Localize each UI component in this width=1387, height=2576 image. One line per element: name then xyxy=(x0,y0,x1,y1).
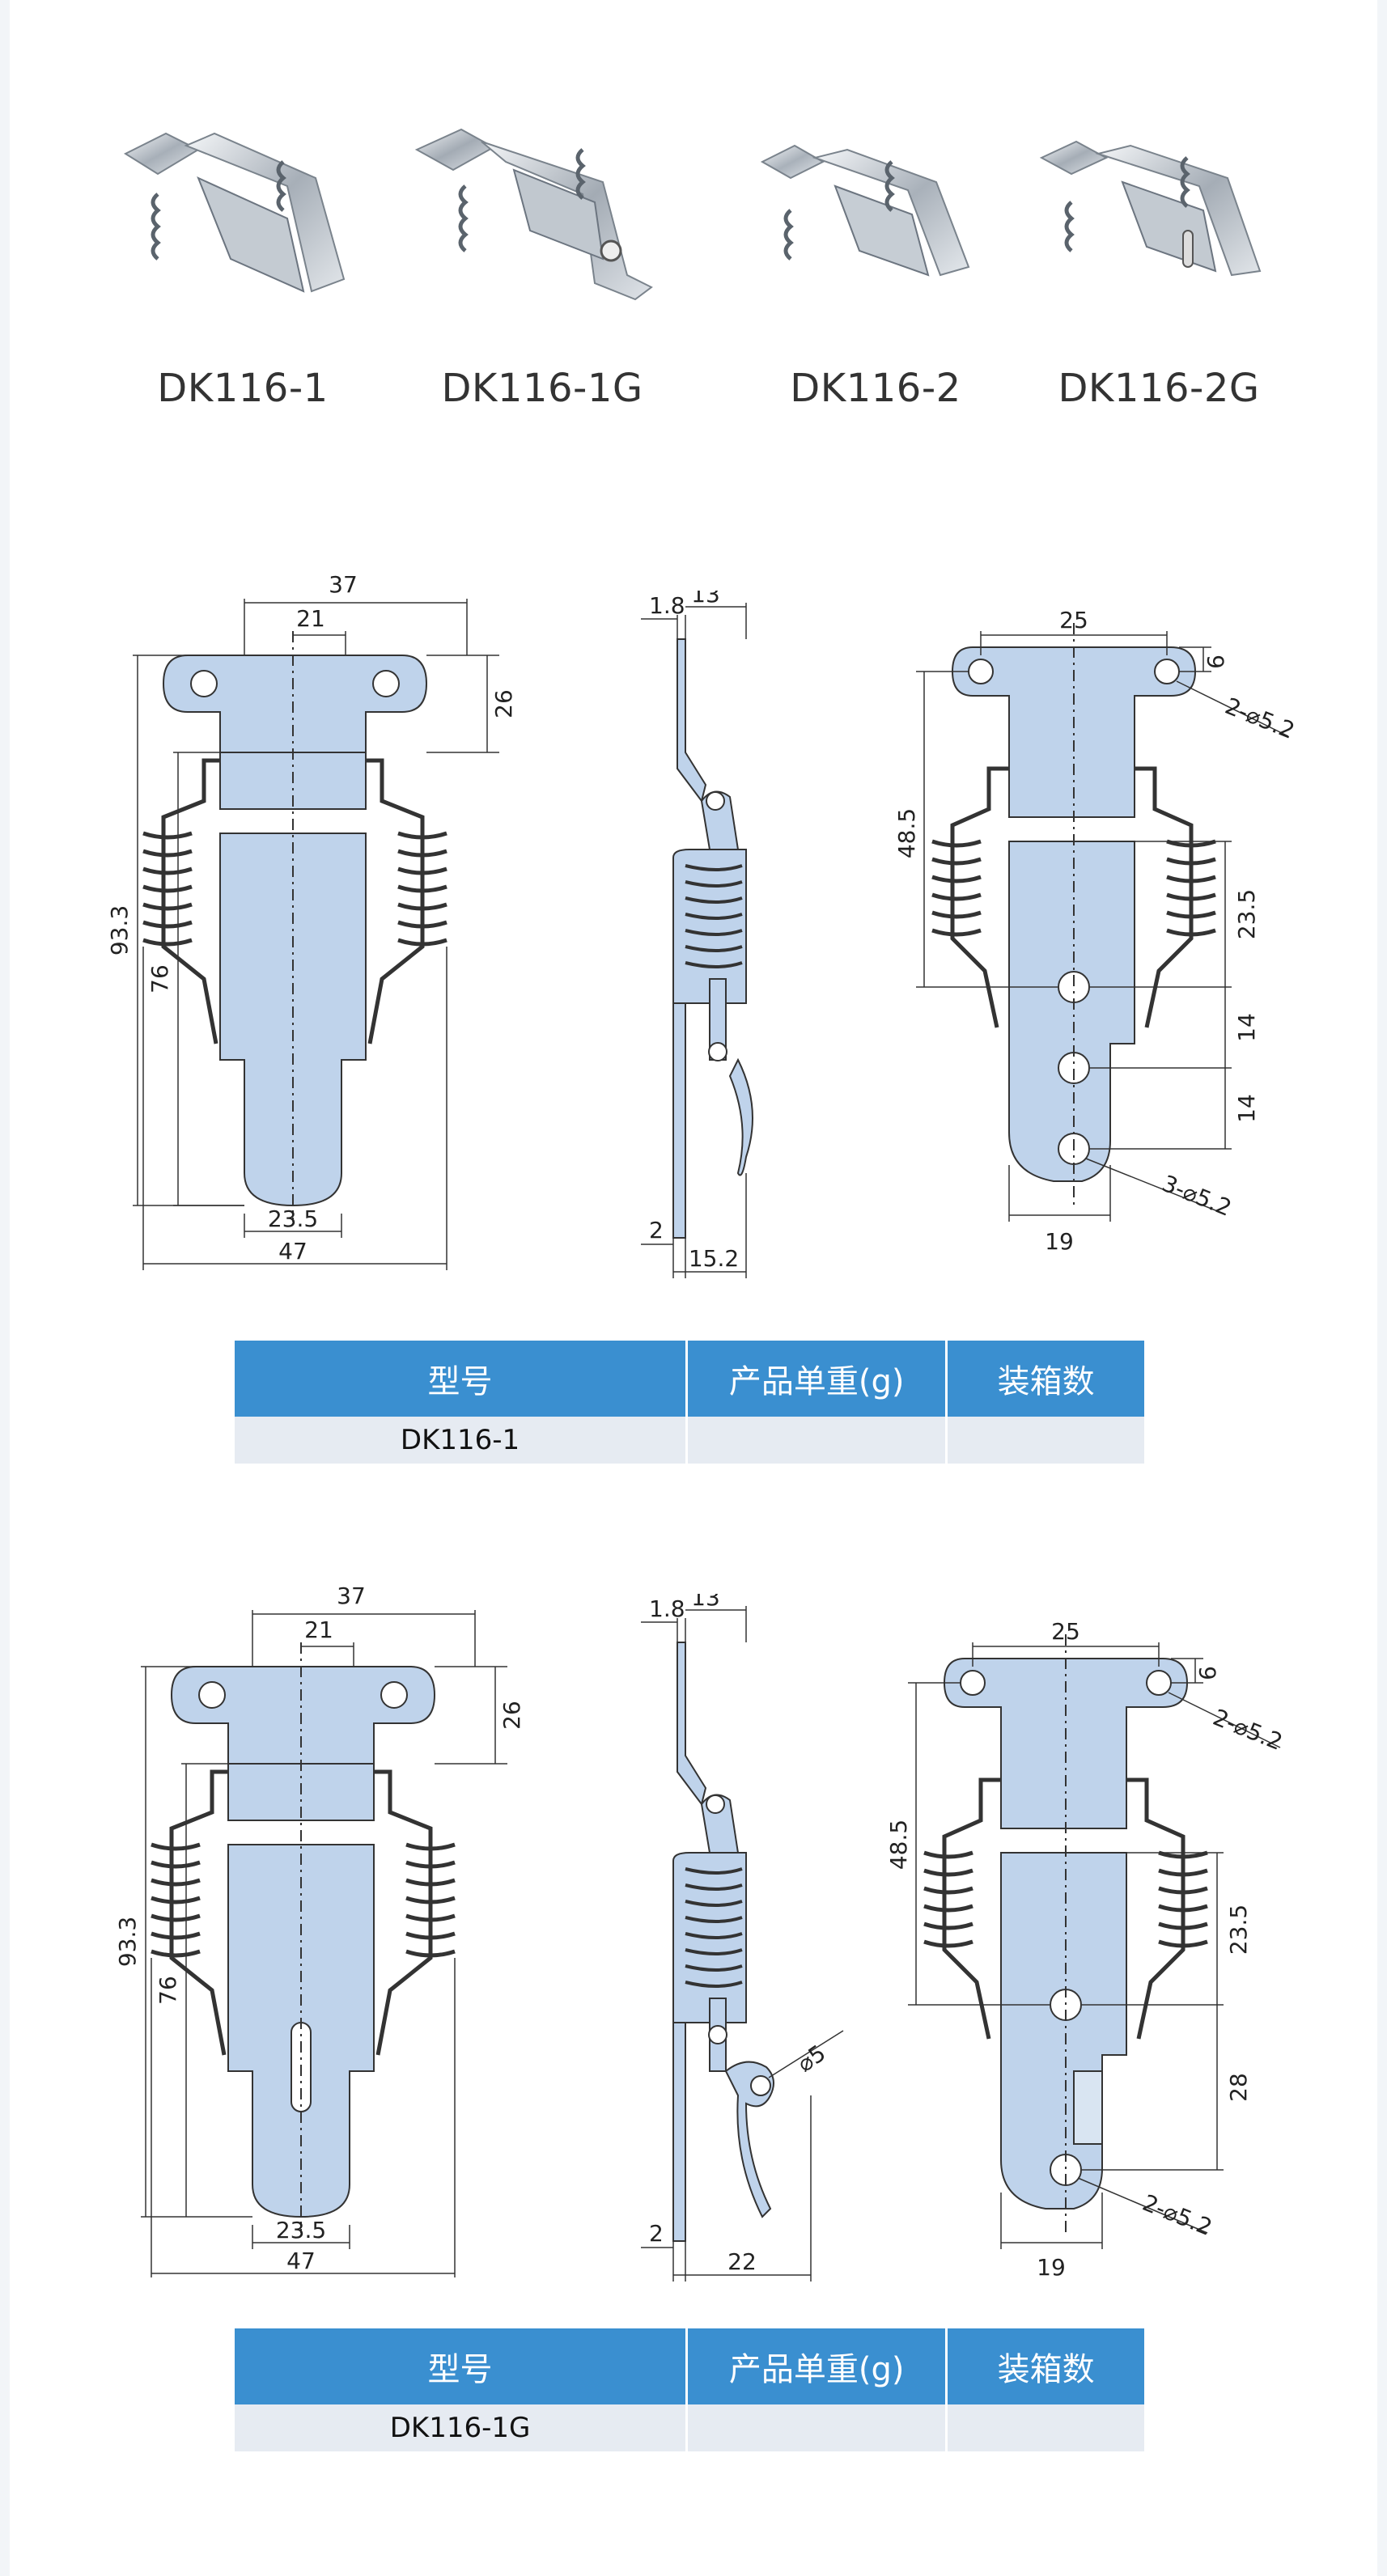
header-model: 型号 xyxy=(235,1341,689,1417)
dim-width-top: 25 xyxy=(1051,1618,1080,1645)
spec-table-dk116-1: 型号 产品单重(g) 装箱数 DK116-1 xyxy=(235,1341,1144,1464)
dim-height-main: 48.5 xyxy=(885,1820,912,1870)
dim-height-total: 93.3 xyxy=(114,1917,141,1967)
dim-width-outer: 37 xyxy=(329,571,358,598)
product-dk116-2[interactable]: DK116-2 xyxy=(738,89,1013,411)
side-view: 1.8 13 ⌀5 2 22 xyxy=(641,1594,844,2282)
cell-model: DK116-1G xyxy=(235,2404,689,2451)
dim-thickness-top: 1.8 xyxy=(649,1595,685,1622)
dim-width-top: 13 xyxy=(691,1594,720,1611)
dim-pitch-2: 14 xyxy=(1233,1094,1260,1123)
dim-width-bottom: 23.5 xyxy=(276,2217,326,2243)
header-weight: 产品单重(g) xyxy=(686,2328,948,2404)
table-row: DK116-1 xyxy=(235,1417,1144,1464)
dim-height-spring: 23.5 xyxy=(1233,889,1260,939)
header-box-qty: 装箱数 xyxy=(946,2328,1144,2404)
dim-width-bottom: 23.5 xyxy=(268,1205,318,1232)
dim-thickness-bottom: 2 xyxy=(649,1217,664,1244)
dim-width-inner: 21 xyxy=(296,605,325,632)
product-label: DK116-2 xyxy=(790,366,961,411)
dim-holes-bottom: 3-⌀5.2 xyxy=(1158,1170,1235,1222)
technical-drawing-dk116-1: 37 21 26 93.3 76 23.5 47 xyxy=(10,558,1377,1286)
latch-photo-icon xyxy=(414,128,653,301)
front-view: 37 21 26 93.3 76 23.5 47 xyxy=(114,1582,525,2277)
dim-width-top: 13 xyxy=(691,591,720,608)
dim-height-mid: 76 xyxy=(155,1976,181,2005)
dim-height-mid: 76 xyxy=(146,964,173,994)
product-page: DK116-1 DK116-1G DK116-2 xyxy=(10,0,1377,2576)
dim-width-outer: 37 xyxy=(337,1582,366,1609)
product-label: DK116-2G xyxy=(1058,366,1260,411)
header-box-qty: 装箱数 xyxy=(946,1341,1144,1417)
header-weight: 产品单重(g) xyxy=(686,1341,948,1417)
dim-pitch-1: 14 xyxy=(1233,1013,1260,1042)
dim-holes-top: 2-⌀5.2 xyxy=(1221,693,1298,744)
product-dk116-2g[interactable]: DK116-2G xyxy=(1021,89,1296,411)
latch-photo-icon xyxy=(760,144,970,277)
dim-height-main: 48.5 xyxy=(893,808,920,858)
cell-weight xyxy=(686,1417,948,1464)
dim-holes-top: 2-⌀5.2 xyxy=(1209,1704,1286,1756)
dim-width-bottom: 19 xyxy=(1045,1228,1074,1255)
cell-box-qty xyxy=(946,1417,1144,1464)
dim-width-bottom: 22 xyxy=(727,2248,757,2275)
product-dk116-1[interactable]: DK116-1 xyxy=(105,89,380,411)
dim-height-total: 93.3 xyxy=(106,905,133,955)
dim-thickness-top: 1.8 xyxy=(649,592,685,619)
back-view: 25 6 2-⌀5.2 48.5 23.5 28 2-⌀5.2 19 xyxy=(885,1618,1287,2281)
dim-width-base: 47 xyxy=(286,2248,316,2274)
technical-drawing-dk116-1g: 37 21 26 93.3 76 23.5 47 xyxy=(10,1553,1377,2282)
dim-height-spring: 23.5 xyxy=(1225,1904,1252,1955)
dim-width-inner: 21 xyxy=(304,1616,333,1643)
dim-ear-height: 6 xyxy=(1202,655,1229,669)
back-view: 25 6 2-⌀5.2 48.5 23.5 14 14 3-⌀5.2 19 xyxy=(893,607,1299,1255)
table-header-row: 型号 产品单重(g) 装箱数 xyxy=(235,1341,1144,1417)
product-dk116-1g[interactable]: DK116-1G xyxy=(405,89,680,411)
product-label: DK116-1G xyxy=(441,366,643,411)
cell-box-qty xyxy=(946,2404,1144,2451)
table-row: DK116-1G xyxy=(235,2404,1144,2451)
dim-ear-height: 6 xyxy=(1194,1666,1221,1680)
front-view: 37 21 26 93.3 76 23.5 47 xyxy=(106,571,517,1270)
dim-width-top: 25 xyxy=(1059,607,1088,633)
dim-holes-bottom: 2-⌀5.2 xyxy=(1139,2189,1215,2241)
product-label: DK116-1 xyxy=(157,366,329,411)
latch-photo-icon xyxy=(123,132,346,293)
dim-width-bottom: 15.2 xyxy=(689,1245,739,1272)
dim-width-base: 47 xyxy=(278,1238,308,1265)
header-model: 型号 xyxy=(235,2328,689,2404)
product-gallery: DK116-1 DK116-1G DK116-2 xyxy=(10,0,1377,453)
cell-model: DK116-1 xyxy=(235,1417,689,1464)
latch-photo-icon xyxy=(1039,140,1262,277)
dim-height-top: 26 xyxy=(498,1701,525,1730)
dim-hole: ⌀5 xyxy=(792,2040,830,2078)
dim-thickness-bottom: 2 xyxy=(649,2220,664,2247)
table-header-row: 型号 产品单重(g) 装箱数 xyxy=(235,2328,1144,2404)
dim-width-bottom: 19 xyxy=(1037,2254,1066,2281)
cell-weight xyxy=(686,2404,948,2451)
spec-table-dk116-1g: 型号 产品单重(g) 装箱数 DK116-1G xyxy=(235,2328,1144,2451)
dim-pitch: 28 xyxy=(1225,2073,1252,2102)
side-view: 1.8 13 2 15.2 xyxy=(641,591,753,1278)
dim-height-top: 26 xyxy=(490,689,517,718)
